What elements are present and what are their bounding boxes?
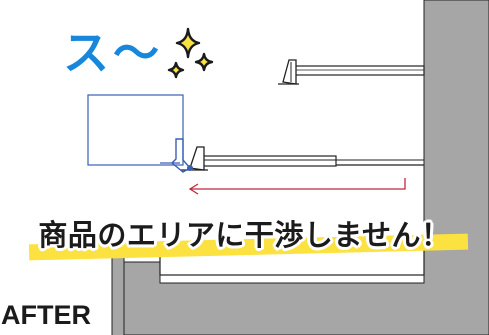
cabinet-lip <box>111 255 125 335</box>
upper-rail <box>278 59 425 85</box>
latch-mechanism <box>160 138 193 173</box>
sparkle-icon <box>167 27 214 79</box>
lower-rail <box>181 146 424 171</box>
left-arrow-icon <box>188 178 406 195</box>
sound-effect-text: ス〜 <box>63 26 163 80</box>
cabinet-wall <box>117 0 489 335</box>
caption-banner: 商品のエリアに干渉しません！ <box>0 200 489 266</box>
caption-text: 商品のエリアに干渉しません！ <box>38 218 451 252</box>
product-box <box>87 94 184 166</box>
stage-label: AFTER <box>1 300 91 330</box>
